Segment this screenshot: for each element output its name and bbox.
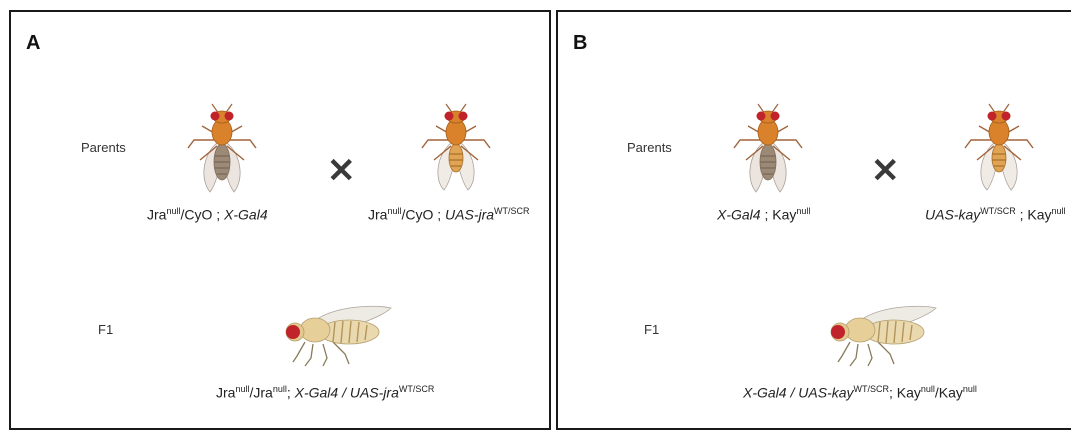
male-fly-icon xyxy=(959,100,1039,200)
f1-fly-icon xyxy=(283,304,395,370)
female-genotype: Jranull/CyO ; X-Gal4 xyxy=(147,206,268,223)
panel-letter: B xyxy=(573,32,587,55)
female-fly-icon xyxy=(182,100,262,200)
male-genotype: UAS-kayWT/SCR ; Kaynull xyxy=(925,206,1066,223)
panel-b: B Parents ✕ X-Gal4 ; Kaynull UAS-kayWT/S… xyxy=(556,10,1071,430)
f1-label: F1 xyxy=(644,322,659,337)
cross-icon: ✕ xyxy=(871,154,900,188)
female-fly-icon xyxy=(728,100,808,200)
panel-letter: A xyxy=(26,32,40,55)
f1-fly-icon xyxy=(828,304,940,370)
male-fly-icon xyxy=(416,100,496,200)
f1-label: F1 xyxy=(98,322,113,337)
cross-icon: ✕ xyxy=(327,154,356,188)
parents-label: Parents xyxy=(627,140,672,155)
f1-genotype: Jranull/Jranull; X-Gal4 / UAS-jraWT/SCR xyxy=(216,384,434,401)
f1-genotype: X-Gal4 / UAS-kayWT/SCR; Kaynull/Kaynull xyxy=(743,384,977,401)
female-genotype: X-Gal4 ; Kaynull xyxy=(717,206,810,223)
male-genotype: Jranull/CyO ; UAS-jraWT/SCR xyxy=(368,206,530,223)
panel-a: A Parents ✕ Jranull/CyO ; X-Gal4 Jranull… xyxy=(9,10,551,430)
parents-label: Parents xyxy=(81,140,126,155)
